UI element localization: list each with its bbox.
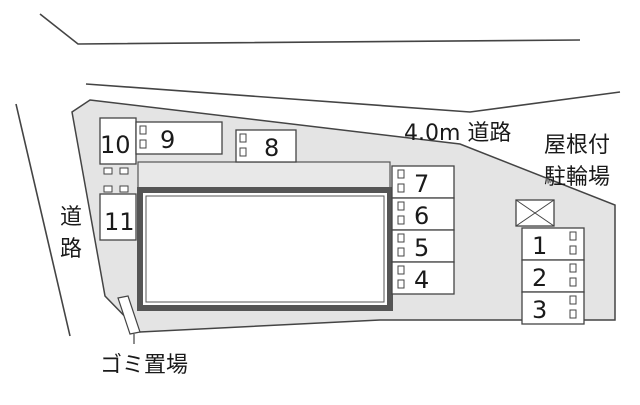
building-inner [145, 195, 385, 303]
garbage-label: ゴミ置場 [100, 353, 188, 378]
parking-space-4: 4 [391, 261, 455, 295]
parking-number-2: 2 [532, 264, 547, 292]
building [137, 187, 393, 311]
parking-space-7: 7 [391, 165, 455, 199]
parking-number-8: 8 [264, 134, 279, 162]
parking-number-1: 1 [532, 232, 547, 260]
parking-number-6: 6 [414, 202, 429, 230]
parking-number-5: 5 [414, 234, 429, 262]
parking-space-3: 3 [521, 291, 585, 325]
parking-number-4: 4 [414, 266, 429, 294]
road-label-top: 4.0m 道路 [404, 121, 511, 146]
roof-bike-label-1: 屋根付 [544, 133, 610, 158]
road-edge-lower [85, 83, 621, 113]
road-edge-left [15, 103, 71, 337]
parking-space-9: 9 [135, 121, 223, 155]
parking-space-6: 6 [391, 197, 455, 231]
parking-space-5: 5 [391, 229, 455, 263]
parking-number-9: 9 [160, 126, 175, 154]
parking-space-2: 2 [521, 259, 585, 293]
parking-space-10: 10 [99, 117, 137, 175]
parking-number-11: 11 [104, 208, 135, 236]
road-label-left-2: 路 [60, 237, 82, 262]
parking-space-8: 8 [235, 129, 297, 163]
garbage-area [117, 295, 141, 344]
roofed-bike-parking [515, 199, 555, 227]
road-edge-upper [39, 13, 581, 45]
parking-number-7: 7 [414, 170, 429, 198]
roof-bike-label-2: 駐輪場 [544, 165, 610, 190]
parking-space-11: 11 [99, 185, 137, 241]
parking-number-3: 3 [532, 296, 547, 324]
road-label-left-1: 道 [60, 205, 82, 230]
parking-space-1: 1 [521, 227, 585, 261]
parking-number-10: 10 [100, 131, 131, 159]
